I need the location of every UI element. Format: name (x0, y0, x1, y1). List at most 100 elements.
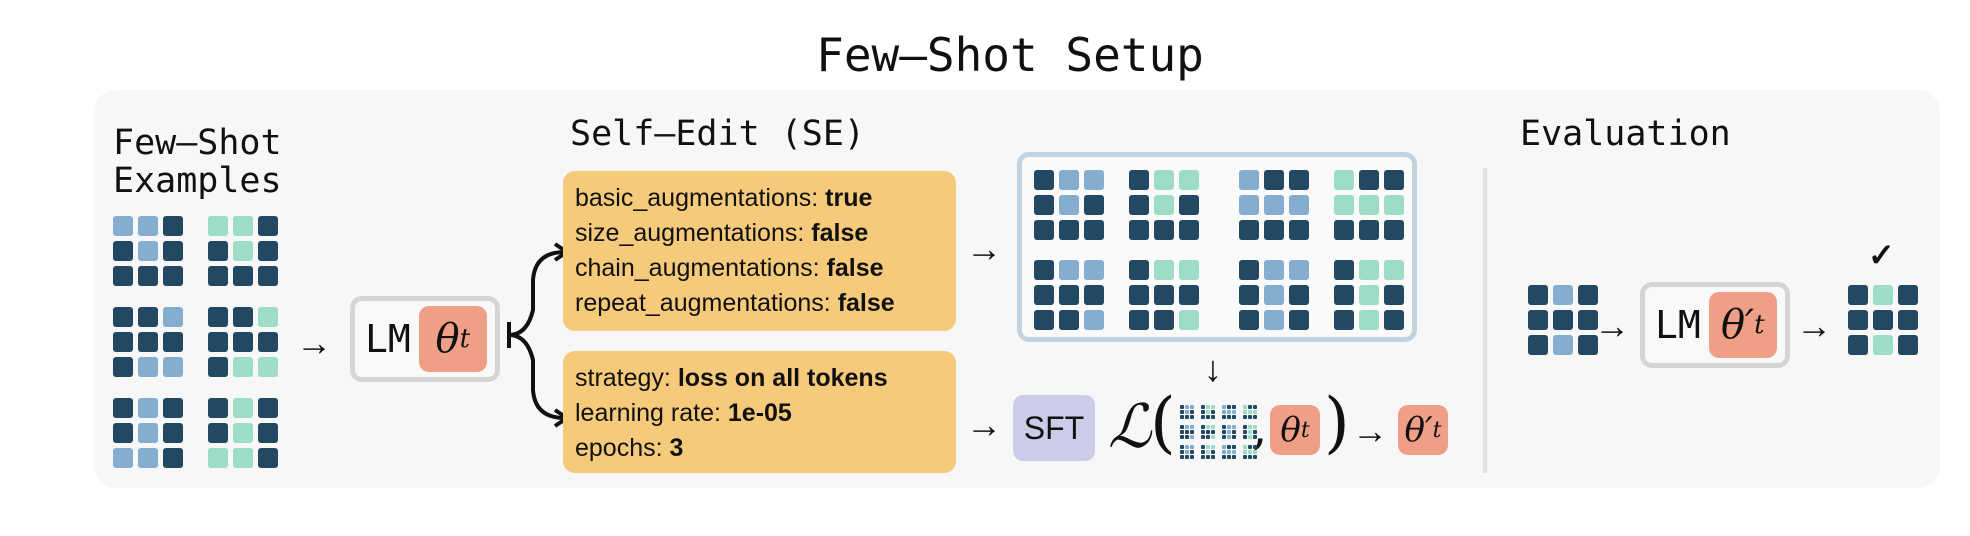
grid-cell (1239, 260, 1259, 280)
grid-cell (208, 423, 228, 443)
config-row: epochs: 3 (575, 431, 944, 466)
grid-cell (1227, 425, 1231, 429)
page-title: Few–Shot Setup (816, 28, 1204, 82)
grid-cell (1264, 310, 1284, 330)
config-key: chain_augmentations: (575, 254, 820, 282)
grid-cell (1190, 445, 1194, 449)
config-row: strategy: loss on all tokens (575, 361, 944, 396)
grid-cell (1034, 220, 1054, 240)
grid-cell (1264, 260, 1284, 280)
grid-cell (1264, 195, 1284, 215)
few-shot-output-grid (208, 398, 278, 468)
grid-cell (258, 216, 278, 236)
grid-cell (1289, 220, 1309, 240)
config-row: chain_augmentations: false (575, 251, 944, 286)
grid-cell (1185, 445, 1189, 449)
config-key: epochs: (575, 434, 663, 462)
grid-cell (1179, 170, 1199, 190)
grid-cell (1190, 435, 1194, 439)
config-value: true (825, 184, 873, 212)
grid-cell (138, 448, 158, 468)
arrow-to-sft: → (966, 404, 1002, 445)
grid-cell (1243, 425, 1247, 429)
grid-cell (1578, 285, 1598, 305)
grid-cell (113, 307, 133, 327)
grid-cell (1034, 260, 1054, 280)
grid-cell (1180, 430, 1184, 434)
config-value: false (811, 219, 869, 247)
mini-augmented-grid (1222, 445, 1236, 459)
grid-cell (1059, 285, 1079, 305)
grid-cell (1289, 195, 1309, 215)
grid-cell (1206, 425, 1210, 429)
few-shot-input-grid (113, 398, 183, 468)
grid-cell (1384, 285, 1404, 305)
grid-cell (163, 332, 183, 352)
grid-cell (1190, 450, 1194, 454)
augmented-grid (1334, 260, 1404, 330)
grid-cell (1334, 170, 1354, 190)
mini-augmented-grid (1180, 425, 1194, 439)
few-shot-output-grid (208, 307, 278, 377)
mini-augmented-grid (1201, 405, 1215, 419)
grid-cell (163, 307, 183, 327)
grid-cell (1264, 170, 1284, 190)
arrow-eval-in: → (1594, 305, 1630, 346)
grid-cell (258, 266, 278, 286)
self-edit-title: Self–Edit (SE) (570, 114, 866, 154)
grid-cell (138, 307, 158, 327)
theta-subscript: t (1300, 417, 1310, 443)
grid-cell (1239, 220, 1259, 240)
grid-cell (1206, 430, 1210, 434)
grid-cell (1289, 285, 1309, 305)
grid-cell (163, 448, 183, 468)
grid-cell (1359, 170, 1379, 190)
mini-augmented-grid (1222, 425, 1236, 439)
grid-cell (1180, 415, 1184, 419)
grid-cell (1222, 415, 1226, 419)
grid-cell (1227, 445, 1231, 449)
grid-cell (208, 241, 228, 261)
config-row: learning rate: 1e-05 (575, 396, 944, 431)
grid-cell (1239, 285, 1259, 305)
grid-cell (1239, 310, 1259, 330)
grid-cell (233, 332, 253, 352)
grid-cell (163, 398, 183, 418)
grid-cell (1248, 435, 1252, 439)
grid-cell (1222, 445, 1226, 449)
grid-cell (1334, 310, 1354, 330)
grid-cell (1129, 285, 1149, 305)
config-value: 3 (669, 434, 684, 462)
grid-cell (1359, 285, 1379, 305)
config-value: loss on all tokens (677, 364, 888, 392)
mini-augmented-grid (1201, 445, 1215, 459)
theta-prime-symbol: θ′ (1404, 410, 1433, 450)
grid-cell (1211, 405, 1215, 409)
grid-cell (1154, 285, 1174, 305)
grid-cell (1243, 415, 1247, 419)
grid-cell (1129, 195, 1149, 215)
grid-cell (1206, 445, 1210, 449)
grid-cell (113, 216, 133, 236)
theta-prime-symbol: θ′ (1720, 302, 1755, 348)
grid-cell (1034, 195, 1054, 215)
config-value: 1e-05 (727, 399, 792, 427)
theta-subscript: t (1754, 310, 1765, 340)
sft-badge: SFT (1013, 395, 1095, 461)
grid-cell (1211, 455, 1215, 459)
grid-cell (1180, 410, 1184, 414)
grid-cell (1227, 415, 1231, 419)
few-shot-input-grid (113, 216, 183, 286)
grid-cell (1253, 450, 1257, 454)
theta-subscript: t (459, 324, 471, 354)
open-paren: ( (1150, 384, 1176, 461)
grid-cell (1232, 410, 1236, 414)
grid-cell (1248, 415, 1252, 419)
grid-cell (1873, 285, 1893, 305)
grid-cell (1084, 260, 1104, 280)
grid-cell (208, 357, 228, 377)
augmented-grid (1239, 170, 1309, 240)
grid-cell (1084, 195, 1104, 215)
grid-cell (1578, 310, 1598, 330)
